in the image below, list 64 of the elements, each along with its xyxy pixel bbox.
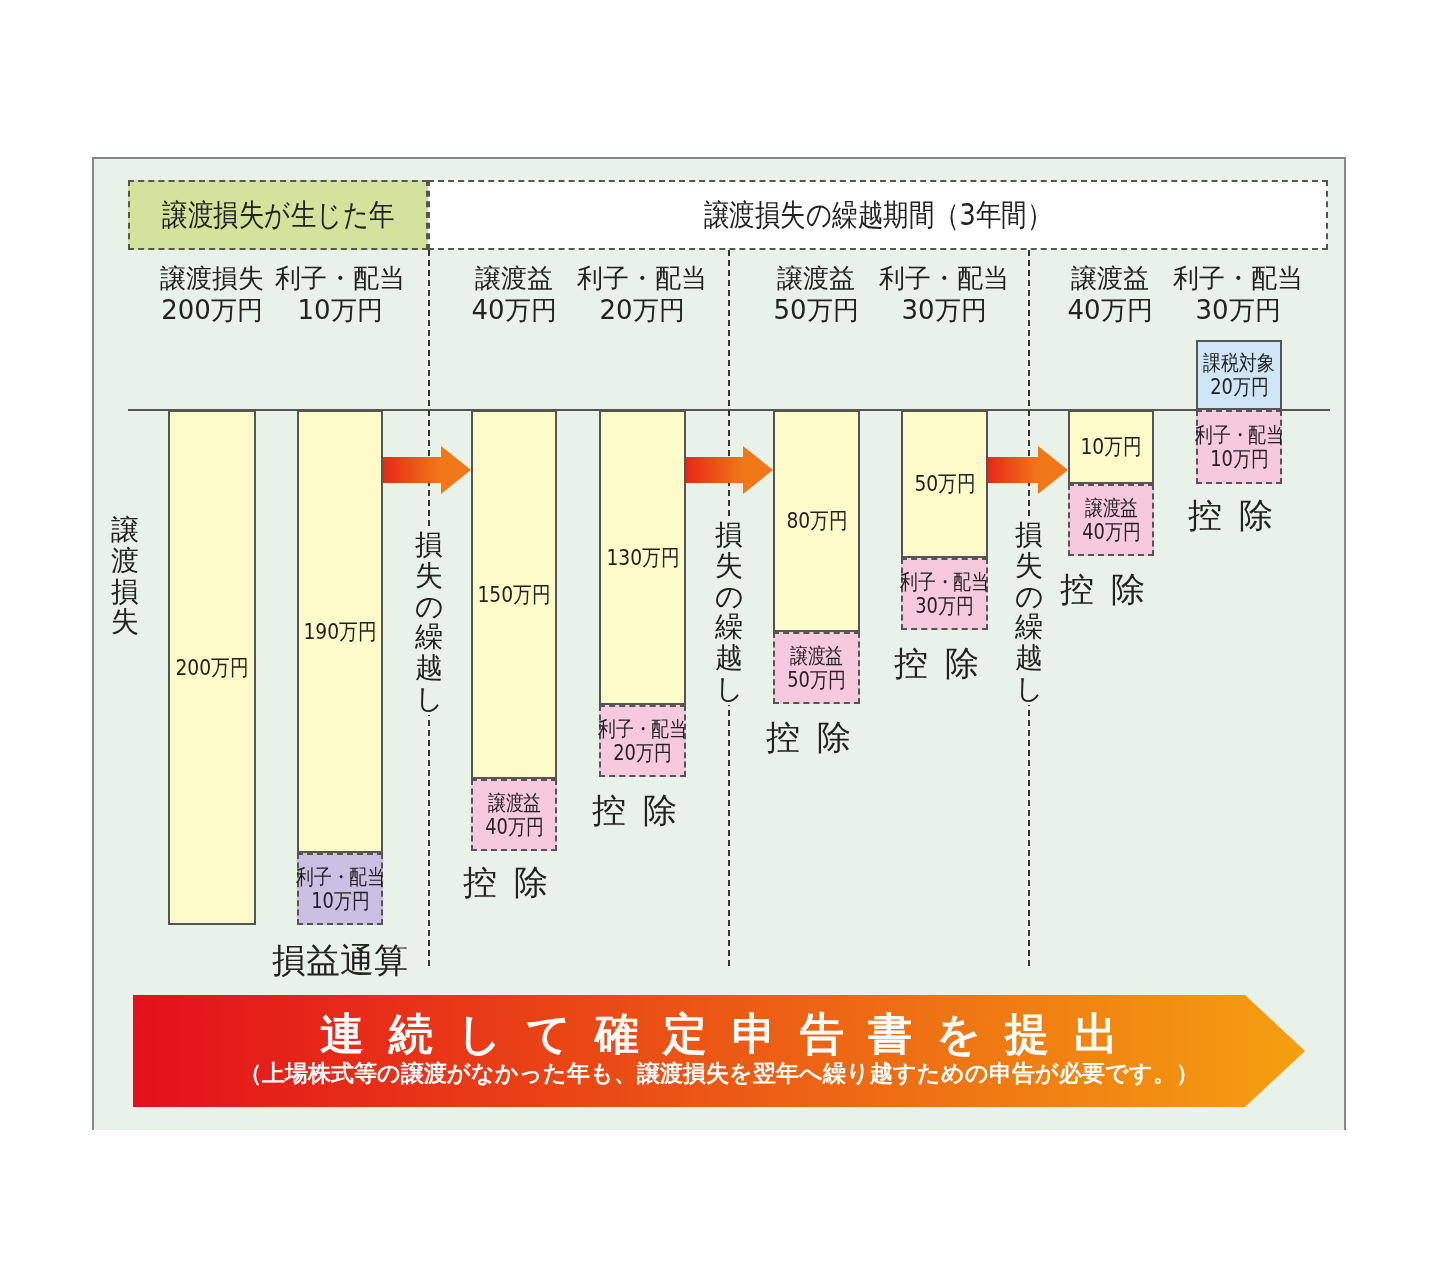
loss-bar — [168, 410, 256, 925]
note-text: 控除 — [463, 863, 565, 903]
amount-text: 40万円 — [484, 815, 544, 840]
column-header: 200万円 — [161, 297, 263, 323]
column-header: 40万円 — [471, 297, 557, 323]
amount-text: 50万円 — [787, 668, 846, 693]
column-header: 譲渡益 — [1071, 265, 1149, 291]
column-header: 利子・配当 — [275, 265, 405, 291]
note-text: 控除 — [591, 791, 694, 831]
loss-bar — [773, 410, 860, 632]
amount-text: 130万円 — [605, 544, 680, 571]
amount-text: 200万円 — [175, 654, 249, 681]
amount-text: 150万円 — [477, 581, 551, 608]
amount-text: 譲渡損失が生じた年 — [162, 197, 394, 233]
amount-text: 譲渡益 — [487, 790, 541, 815]
amount-text: 譲渡益 — [1084, 495, 1138, 520]
amount-text: 40万円 — [1081, 520, 1141, 545]
amount-text: 50万円 — [913, 471, 976, 497]
amount-text: 利子・配当 — [1194, 422, 1284, 447]
amount-text: 課税対象 — [1203, 350, 1275, 375]
column-header: 20万円 — [599, 297, 685, 323]
loss-bar — [901, 410, 988, 558]
amount-text: 利子・配当 — [295, 864, 385, 889]
column-header: 50万円 — [773, 297, 859, 323]
note-text: 控除 — [1060, 570, 1162, 610]
arrow — [686, 446, 773, 494]
amount-text: 利子・配当 — [597, 716, 688, 741]
amount-text: 10万円 — [1080, 434, 1142, 460]
loss-bar — [1068, 410, 1154, 484]
column-header: 10万円 — [297, 297, 383, 323]
arrow — [988, 446, 1068, 494]
header-band — [128, 180, 428, 250]
column-header: 利子・配当 — [1173, 265, 1303, 291]
column-header: 譲渡益 — [475, 265, 553, 291]
arrow — [383, 446, 471, 494]
vertical-label: 損失の繰越し — [1015, 520, 1043, 705]
header-band — [428, 180, 1328, 250]
banner-note: （上場株式等の譲渡がなかった年も、譲渡損失を翌年へ繰り越すための申告が必要です。） — [239, 1060, 1199, 1087]
amount-text: 20万円 — [1209, 375, 1269, 400]
loss-bar — [471, 410, 557, 779]
banner-title: 連続して確定申告書を提出 — [320, 1009, 1142, 1061]
vertical-label: 損失の繰越し — [415, 530, 443, 715]
taxable-box — [1196, 340, 1282, 410]
amount-text: 譲渡益 — [789, 643, 844, 668]
loss-bar — [297, 410, 383, 853]
column-header: 30万円 — [901, 297, 987, 323]
amount-text: 20万円 — [613, 741, 672, 766]
note-text: 控除 — [893, 644, 996, 684]
amount-text: 30万円 — [915, 594, 974, 619]
amount-text: 10万円 — [310, 889, 370, 914]
note-text: 控除 — [1188, 496, 1290, 536]
note-text: 控除 — [765, 718, 868, 758]
note-text: 損益通算 — [272, 941, 408, 981]
column-header: 40万円 — [1067, 297, 1153, 323]
column-header: 30万円 — [1195, 297, 1281, 323]
column-header: 利子・配当 — [879, 265, 1009, 291]
amount-text: 10万円 — [1209, 447, 1269, 472]
amount-text: 80万円 — [785, 508, 848, 534]
vertical-label: 損失の繰越し — [715, 520, 743, 705]
loss-bar — [599, 410, 686, 705]
amount-text: 譲渡損失の繰越期間（3年間） — [703, 197, 1053, 233]
amount-text: 利子・配当 — [899, 569, 990, 594]
column-header: 利子・配当 — [577, 265, 707, 291]
amount-text: 190万円 — [303, 618, 377, 645]
